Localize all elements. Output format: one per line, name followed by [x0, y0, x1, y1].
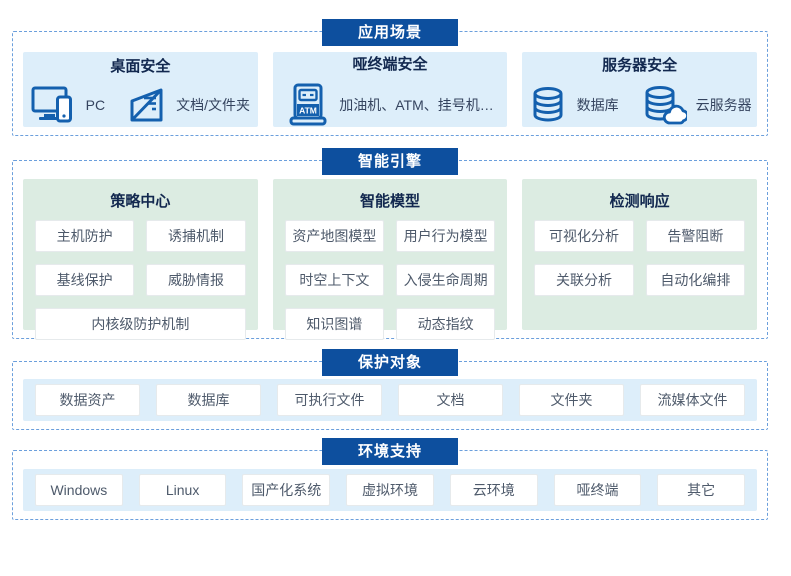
section-application-scenarios: 应用场景 桌面安全 PC	[12, 19, 768, 136]
panel-desktop-security: 桌面安全 PC	[23, 52, 258, 127]
chip-spacetime-context: 时空上下文	[284, 264, 384, 296]
panel-title: 检测响应	[609, 193, 670, 210]
chip-linux: Linux	[138, 474, 227, 506]
chip-knowledge-graph: 知识图谱	[284, 308, 384, 340]
section-badge-application-scenarios: 应用场景	[322, 19, 458, 46]
panel-terminal-security: 哑终端安全 ATM 加油机、ATM、挂号机…	[272, 52, 508, 127]
chip-virtual-environment: 虚拟环境	[346, 474, 434, 506]
chip-intrusion-lifecycle: 入侵生命周期	[396, 264, 496, 296]
panel-policy-center: 策略中心 主机防护 诱捕机制 基线保护 威胁情报 内核级防护机制	[23, 179, 258, 340]
chip-dynamic-fingerprint: 动态指纹	[396, 308, 496, 340]
panel-title: 服务器安全	[602, 56, 678, 74]
chip-grid: 资产地图模型 用户行为模型 时空上下文 入侵生命周期 知识图谱 动态指纹	[284, 220, 496, 340]
database-icon	[528, 85, 568, 125]
atm-icon-text: ATM	[299, 105, 317, 115]
panel-title: 桌面安全	[110, 57, 171, 75]
environment-strip: Windows Linux 国产化系统 虚拟环境 云环境 哑终端 其它	[23, 469, 757, 511]
chip-documents: 文档	[398, 384, 503, 416]
chip-windows: Windows	[35, 474, 123, 506]
document-folder-icon	[127, 85, 167, 125]
chip-kernel-protection: 内核级防护机制	[35, 308, 246, 340]
chip-grid: 可视化分析 告警阻断 关联分析 自动化编排	[534, 220, 746, 296]
chip-automated-orchestration: 自动化编排	[645, 264, 746, 296]
scene-item-documents: 文档/文件夹	[127, 85, 250, 125]
chip-folders: 文件夹	[519, 384, 624, 416]
section-intelligent-engine: 智能引擎 策略中心 主机防护 诱捕机制 基线保护 威胁情报 内核级防护机制 智能…	[12, 148, 768, 340]
panel-items: ATM 加油机、ATM、挂号机…	[286, 83, 494, 127]
scene-item-cloud-server: 云服务器	[641, 84, 752, 126]
atm-terminal-icon: ATM	[286, 83, 330, 127]
chip-threat-intel: 威胁情报	[146, 264, 246, 296]
scene-item-label: 文档/文件夹	[176, 96, 250, 113]
scene-item-atm: ATM 加油机、ATM、挂号机…	[286, 83, 494, 127]
scene-item-label: 加油机、ATM、挂号机…	[339, 96, 494, 113]
section-environment-support: 环境支持 Windows Linux 国产化系统 虚拟环境 云环境 哑终端 其它	[12, 438, 768, 520]
chip-grid: 主机防护 诱捕机制 基线保护 威胁情报 内核级防护机制	[35, 220, 246, 340]
scene-item-label: 数据库	[576, 96, 619, 113]
scene-item-pc: PC	[31, 85, 105, 125]
section-protected-objects: 保护对象 数据资产 数据库 可执行文件 文档 文件夹 流媒体文件	[12, 349, 768, 430]
chip-user-behavior-model: 用户行为模型	[396, 220, 496, 252]
chip-baseline-protection: 基线保护	[35, 264, 135, 296]
chip-asset-map-model: 资产地图模型	[284, 220, 384, 252]
chip-data-assets: 数据资产	[35, 384, 140, 416]
chip-decoy-mechanism: 诱捕机制	[146, 220, 246, 252]
section-badge-environment-support: 环境支持	[322, 438, 458, 465]
panel-title: 智能模型	[360, 193, 421, 210]
chip-visual-analysis: 可视化分析	[534, 220, 634, 252]
panel-title: 哑终端安全	[352, 55, 428, 73]
chip-dumb-terminal: 哑终端	[553, 474, 642, 506]
section-badge-protected-objects: 保护对象	[322, 349, 458, 376]
panel-server-security: 服务器安全 数据库	[522, 52, 758, 127]
chip-host-protection: 主机防护	[35, 220, 135, 252]
scene-item-label: PC	[85, 96, 106, 113]
scene-item-label: 云服务器	[695, 96, 752, 113]
panel-title: 策略中心	[110, 193, 171, 210]
chip-correlation-analysis: 关联分析	[534, 264, 634, 296]
chip-domestic-os: 国产化系统	[242, 474, 331, 506]
panel-items: 数据库 云服务器	[528, 84, 752, 126]
chip-alert-blocking: 告警阻断	[645, 220, 746, 252]
panel-detection-response: 检测响应 可视化分析 告警阻断 关联分析 自动化编排	[522, 179, 758, 330]
panel-intelligent-model: 智能模型 资产地图模型 用户行为模型 时空上下文 入侵生命周期 知识图谱 动态指…	[272, 179, 508, 340]
chip-streaming-files: 流媒体文件	[640, 384, 745, 416]
protected-objects-strip: 数据资产 数据库 可执行文件 文档 文件夹 流媒体文件	[23, 379, 757, 421]
chip-database: 数据库	[156, 384, 261, 416]
chip-cloud-environment: 云环境	[449, 474, 538, 506]
chip-other: 其它	[657, 474, 746, 506]
scene-item-database: 数据库	[528, 85, 619, 125]
cloud-server-icon	[641, 84, 687, 126]
pc-icon	[31, 85, 77, 125]
panel-items: PC 文档/文件夹	[31, 85, 250, 125]
chip-executables: 可执行文件	[277, 384, 382, 416]
section-badge-intelligent-engine: 智能引擎	[322, 148, 458, 175]
